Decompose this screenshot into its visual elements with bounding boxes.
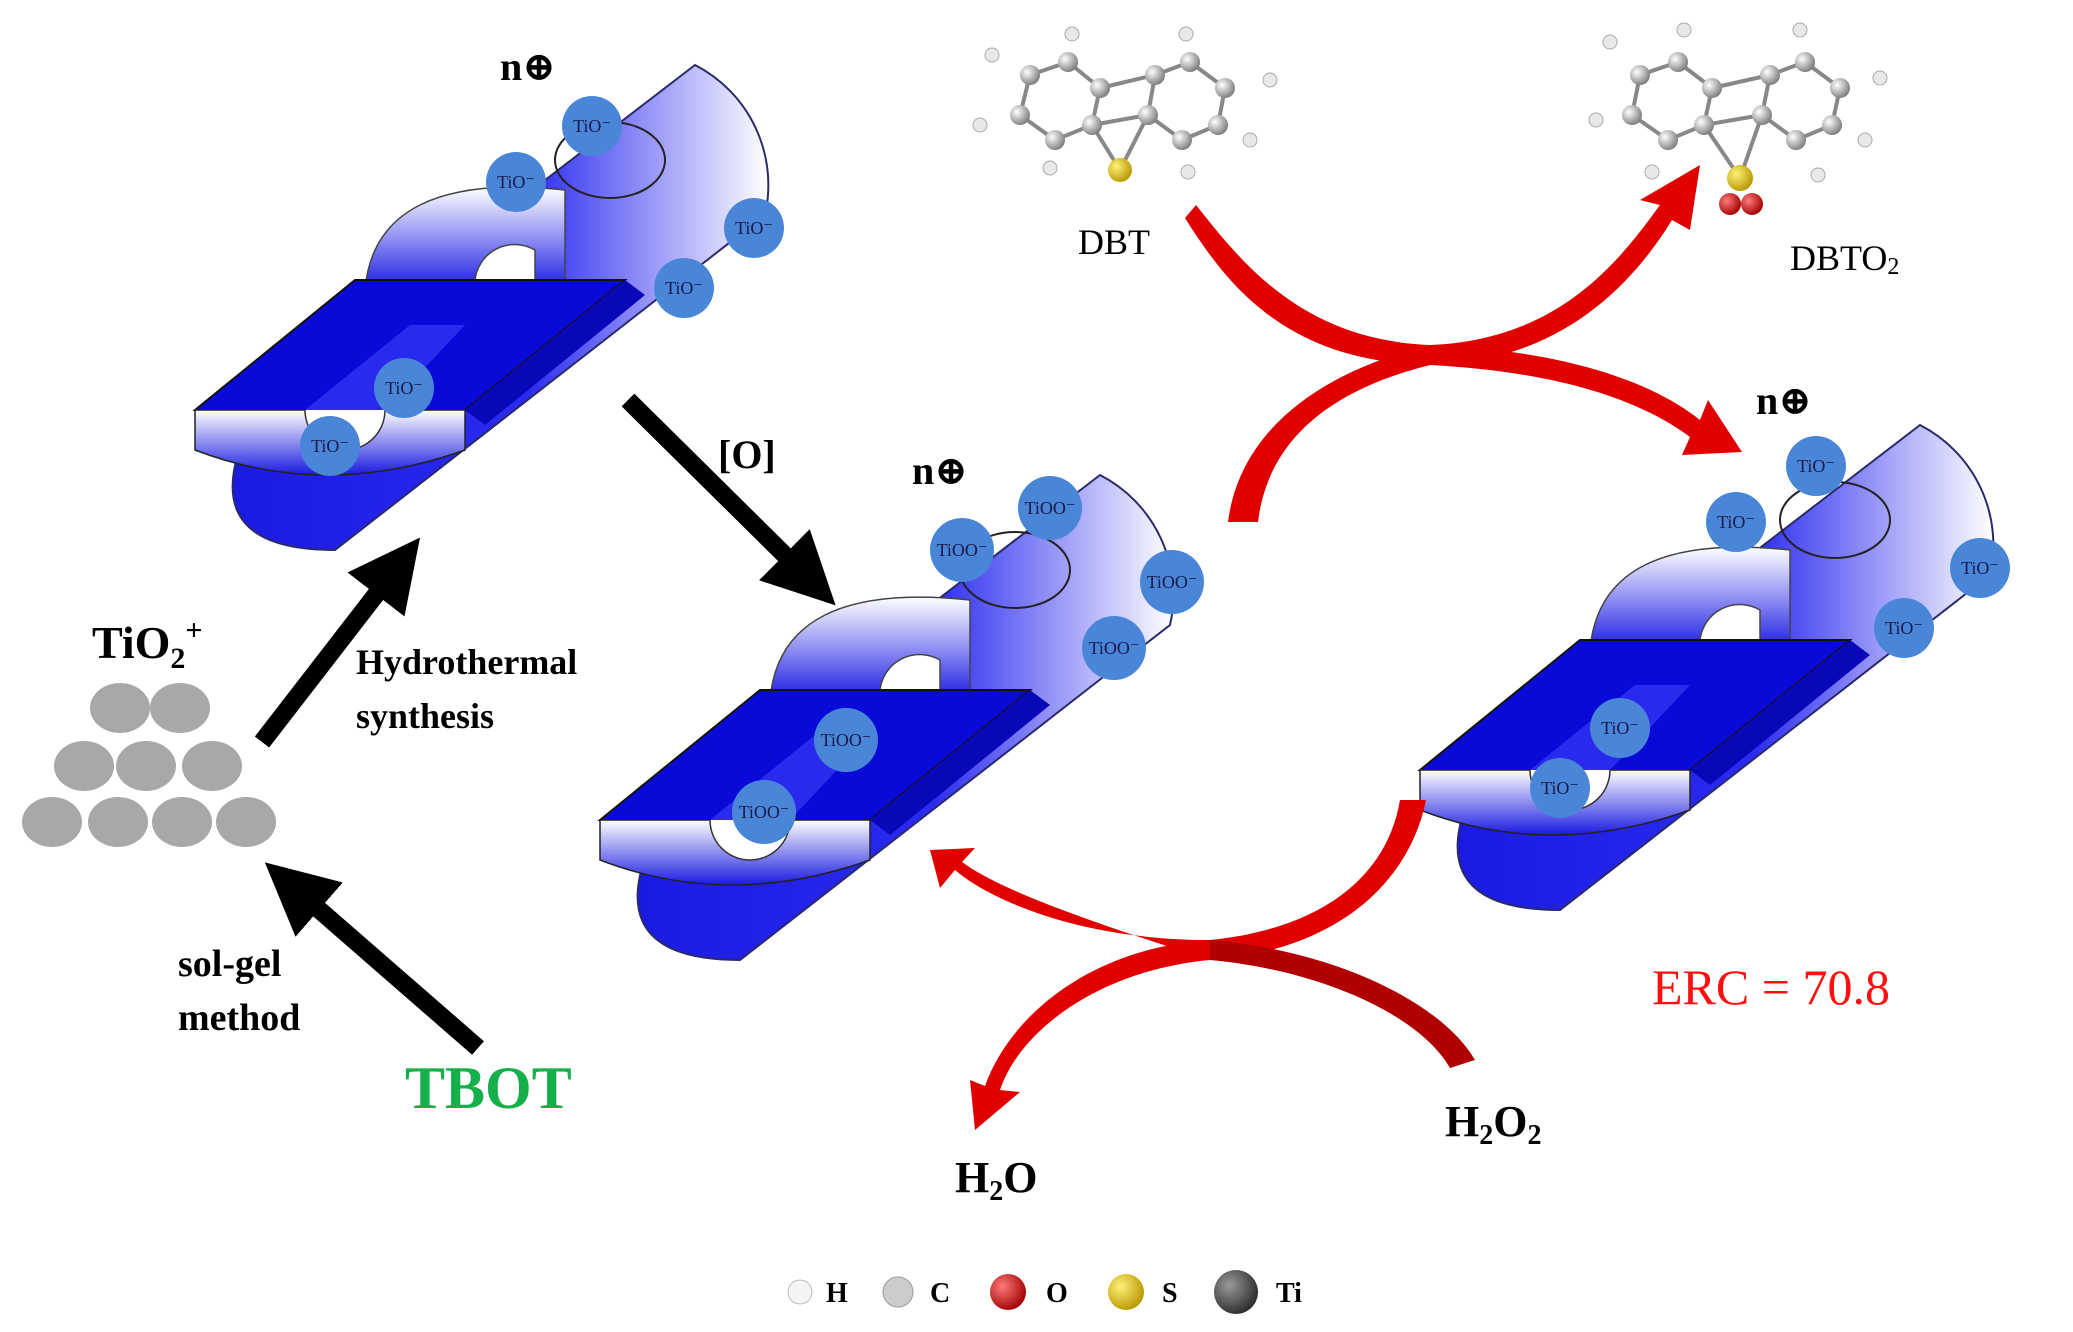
badge: TiOO⁻ xyxy=(1140,550,1204,614)
dbt-molecule xyxy=(972,26,1278,182)
legend-label: Ti xyxy=(1276,1278,1302,1309)
label-h2o: H2O xyxy=(955,1153,1037,1207)
legend-label: O xyxy=(1046,1278,1068,1309)
badge-label: TiOO⁻ xyxy=(1147,572,1198,592)
badge-label: TiO⁻ xyxy=(497,172,535,192)
cylinder-left-badges: TiO⁻ TiO⁻ TiO⁻ TiO⁻ TiO⁻ TiO⁻ xyxy=(300,96,784,476)
legend-label: C xyxy=(930,1278,950,1309)
legend-label: H xyxy=(826,1278,848,1309)
badge: TiO⁻ xyxy=(724,198,784,258)
red-arrow-to-middle-tube xyxy=(930,848,1210,960)
badge-label: TiO⁻ xyxy=(735,218,773,238)
label-solgel-line2: method xyxy=(178,997,300,1039)
badge: TiOO⁻ xyxy=(1018,476,1082,540)
badge: TiO⁻ xyxy=(562,96,622,156)
label-hydrothermal-line1: Hydrothermal xyxy=(356,642,577,682)
label-erc: ERC = 70.8 xyxy=(1652,959,1890,1015)
badge-label: TiO⁻ xyxy=(1601,718,1639,738)
red-arrow-to-right-tube xyxy=(1430,345,1742,455)
red-arrow-to-h2o xyxy=(970,940,1210,1130)
badge-label: TiOO⁻ xyxy=(821,730,872,750)
legend-label: S xyxy=(1162,1278,1178,1309)
badge: TiO⁻ xyxy=(654,258,714,318)
cylinder-right xyxy=(1419,424,1995,911)
legend-item-s: S xyxy=(1108,1274,1178,1310)
badge-label: TiO⁻ xyxy=(665,278,703,298)
legend-item-o: O xyxy=(990,1274,1068,1310)
legend-item-h: H xyxy=(787,1278,848,1309)
badge: TiO⁻ xyxy=(1874,598,1934,658)
badge: TiO⁻ xyxy=(1950,538,2010,598)
label-oxidant: [O] xyxy=(718,432,776,477)
label-tio2: TiO2+ xyxy=(92,614,203,675)
badge: TiO⁻ xyxy=(486,152,546,212)
badge: TiO⁻ xyxy=(1706,492,1766,552)
badge-label: TiO⁻ xyxy=(1961,558,1999,578)
label-hydrothermal-line2: synthesis xyxy=(356,696,494,736)
badge-label: TiO⁻ xyxy=(1717,512,1755,532)
label-n-plus-right: n⊕ xyxy=(1756,378,1812,423)
arrow-solgel xyxy=(264,862,484,1055)
badge: TiOO⁻ xyxy=(814,708,878,772)
label-h2o2: H2O2 xyxy=(1445,1097,1541,1151)
red-arrow-dbt-to-dbto2 xyxy=(1185,165,1700,365)
red-arrow-from-middle-tube xyxy=(1228,345,1430,522)
badge-label: TiOO⁻ xyxy=(739,802,790,822)
legend-item-ti: Ti xyxy=(1214,1270,1302,1314)
badge-label: TiO⁻ xyxy=(573,116,611,136)
red-arrow-from-h2o2 xyxy=(1210,940,1475,1068)
badge: TiOO⁻ xyxy=(930,518,994,582)
label-tbot: TBOT xyxy=(405,1055,572,1121)
badge: TiO⁻ xyxy=(1786,436,1846,496)
badge-label: TiO⁻ xyxy=(1885,618,1923,638)
cylinder-right-badges: TiO⁻ TiO⁻ TiO⁻ TiO⁻ TiO⁻ TiO⁻ xyxy=(1530,436,2010,818)
label-n-plus-middle: n⊕ xyxy=(912,448,968,493)
badge-label: TiO⁻ xyxy=(1797,456,1835,476)
arrow-oxidation xyxy=(621,393,836,606)
arrow-hydrothermal xyxy=(254,537,421,748)
atom-legend: H C O S Ti xyxy=(787,1270,1302,1314)
badge: TiO⁻ xyxy=(300,416,360,476)
label-solgel-line1: sol-gel xyxy=(178,943,281,985)
red-arrow-h2o2-from-right xyxy=(1210,800,1426,960)
badge-label: TiO⁻ xyxy=(385,378,423,398)
badge-label: TiO⁻ xyxy=(311,436,349,456)
badge: TiO⁻ xyxy=(1590,698,1650,758)
cylinder-middle xyxy=(599,474,1175,961)
badge-label: TiO⁻ xyxy=(1541,778,1579,798)
dbto2-molecule xyxy=(1588,22,1888,215)
badge-label: TiOO⁻ xyxy=(937,540,988,560)
badge: TiOO⁻ xyxy=(1082,616,1146,680)
badge: TiO⁻ xyxy=(374,358,434,418)
tio2-particles xyxy=(22,683,276,847)
badge: TiOO⁻ xyxy=(732,780,796,844)
cylinder-middle-badges: TiOO⁻ TiOO⁻ TiOO⁻ TiOO⁻ TiOO⁻ TiOO⁻ xyxy=(732,476,1204,844)
label-dbt: DBT xyxy=(1078,222,1150,262)
badge-label: TiOO⁻ xyxy=(1025,498,1076,518)
label-n-plus-left: n⊕ xyxy=(500,44,556,89)
legend-item-c: C xyxy=(882,1276,950,1309)
badge-label: TiOO⁻ xyxy=(1089,638,1140,658)
label-dbto2: DBTO2 xyxy=(1790,238,1899,280)
badge: TiO⁻ xyxy=(1530,758,1590,818)
